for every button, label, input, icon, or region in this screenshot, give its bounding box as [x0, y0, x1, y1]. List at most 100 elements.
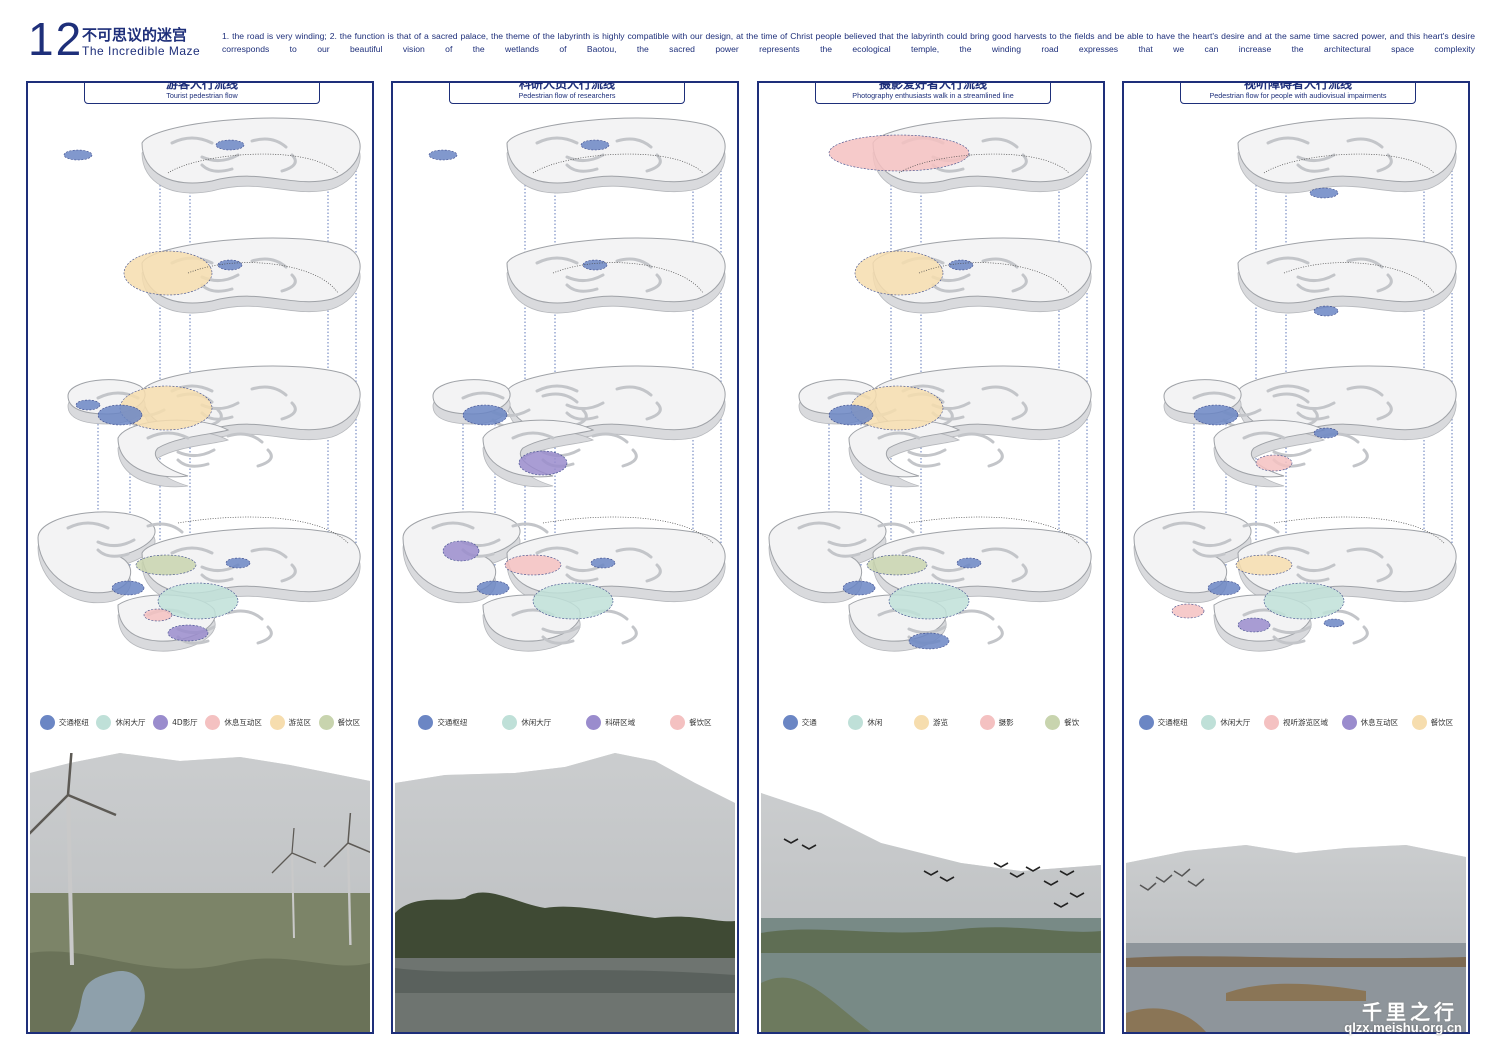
maze-wall [200, 153, 240, 162]
maze-wall [1011, 401, 1028, 421]
legend-item: 休闲大厅 [502, 714, 551, 730]
legend-swatch [1263, 714, 1279, 730]
platform-floor [1213, 419, 1326, 478]
maze-wall [280, 563, 297, 583]
diagram-group [1133, 117, 1457, 652]
maze-wall [1011, 153, 1028, 173]
bird [783, 838, 799, 844]
maze-wall [981, 257, 1019, 269]
legend-item: 交通 [782, 714, 817, 730]
maze-wall [565, 573, 599, 583]
water-channel [70, 971, 145, 1032]
function-zone [97, 404, 143, 426]
function-zone [518, 450, 568, 476]
page-header: 12 不可思议的迷宫 The Incredible Maze 1. the ro… [0, 0, 1500, 70]
legend-item: 休息互动区 [205, 714, 262, 730]
description-text: 1. the road is very winding; 2. the func… [222, 31, 1475, 54]
legend: 交通 休闲 游览 摄影 餐饮 [759, 711, 1103, 733]
function-zone [580, 139, 610, 151]
maze-wall [250, 547, 288, 559]
maze-platform [506, 237, 726, 314]
legend-label: 休闲大厅 [115, 717, 146, 727]
maze-wall [1242, 431, 1286, 440]
maze-wall [256, 448, 273, 468]
maze-wall [1272, 625, 1312, 634]
maze-wall [511, 431, 555, 440]
maze-wall [1376, 401, 1393, 421]
maze-wall [797, 521, 841, 530]
panel-title-en: Tourist pedestrian flow [166, 91, 238, 100]
maze-wall [280, 273, 297, 293]
bird [1053, 902, 1069, 908]
function-zone [866, 554, 928, 576]
maze-wall [176, 448, 216, 457]
legend-item: 摄影 [979, 714, 1014, 730]
crane [1173, 868, 1191, 877]
mountain-haze [1126, 845, 1466, 953]
legend-swatch [586, 714, 602, 730]
reeds-far [761, 927, 1101, 953]
legend-label: 餐饮区 [1430, 717, 1454, 727]
bird [801, 844, 817, 850]
maze-wall [1346, 257, 1384, 269]
function-zone [442, 540, 480, 562]
legend-label: 休息互动区 [224, 717, 262, 727]
zones [828, 134, 982, 650]
panel-title-box: 摄影爱好者人行流线 Photography enthusiasts walk i… [815, 83, 1051, 104]
panel-impaired: 视听障碍者人行流线 Pedestrian flow for people wit… [1122, 81, 1470, 1034]
maze-wall [645, 401, 662, 421]
legend-label: 餐饮 [1064, 717, 1080, 727]
maze-wall [1346, 385, 1384, 397]
flow-path [1263, 153, 1445, 544]
maze-wall [1272, 635, 1306, 645]
zones [63, 139, 251, 642]
function-zone [1207, 580, 1241, 596]
maze-platform [141, 117, 361, 194]
maze-wall [256, 625, 273, 645]
maze-wall [176, 458, 210, 468]
reed-band [1126, 956, 1466, 967]
function-zone [143, 608, 173, 622]
function-zone [1263, 582, 1345, 620]
maze-wall [957, 609, 995, 621]
legend-item: 交通枢纽 [39, 714, 89, 730]
function-zone [504, 554, 562, 576]
legend-item: 交通枢纽 [418, 714, 467, 730]
maze-wall [621, 448, 638, 468]
section-number: 12 [28, 13, 84, 65]
bird [1025, 866, 1041, 872]
maze-wall [1376, 273, 1393, 293]
legend-item: 视听游览区域 [1263, 714, 1328, 730]
maze-wall [957, 432, 995, 444]
function-zone [532, 582, 614, 620]
legend-item: 4D影厅 [153, 714, 198, 730]
legend-label: 游览 [932, 717, 948, 727]
exploded-axonometric-diagram [402, 117, 726, 652]
maze-wall [1296, 273, 1336, 282]
legend-label: 科研区域 [605, 717, 636, 727]
watermark-brand: 千里之行 [1362, 1000, 1458, 1024]
legend-label: 休闲大厅 [1220, 717, 1251, 727]
reeds-near [761, 977, 871, 1032]
legend-item: 休闲大厅 [1201, 714, 1251, 730]
maze-platform [1237, 117, 1457, 194]
exploded-axonometric-diagram [1133, 117, 1457, 652]
maze-wall [565, 273, 605, 282]
lake [395, 958, 735, 1032]
platform-floor [1237, 117, 1457, 184]
maze-wall [1162, 521, 1206, 530]
panel-photographers: 摄影爱好者人行流线 Photography enthusiasts walk i… [757, 81, 1105, 1034]
function-zone [215, 139, 245, 151]
maze-wall [981, 547, 1019, 559]
turbine-tower [66, 794, 74, 966]
legend-item: 科研区域 [586, 714, 636, 730]
landscape-photo [1126, 753, 1466, 1032]
maze-wall [535, 546, 579, 555]
maze-wall [1346, 547, 1384, 559]
legend-label: 游览区 [288, 717, 312, 727]
legend-item: 休闲 [848, 714, 882, 730]
layers [1237, 117, 1457, 442]
maze-wall [200, 163, 234, 173]
function-zone [428, 149, 458, 161]
